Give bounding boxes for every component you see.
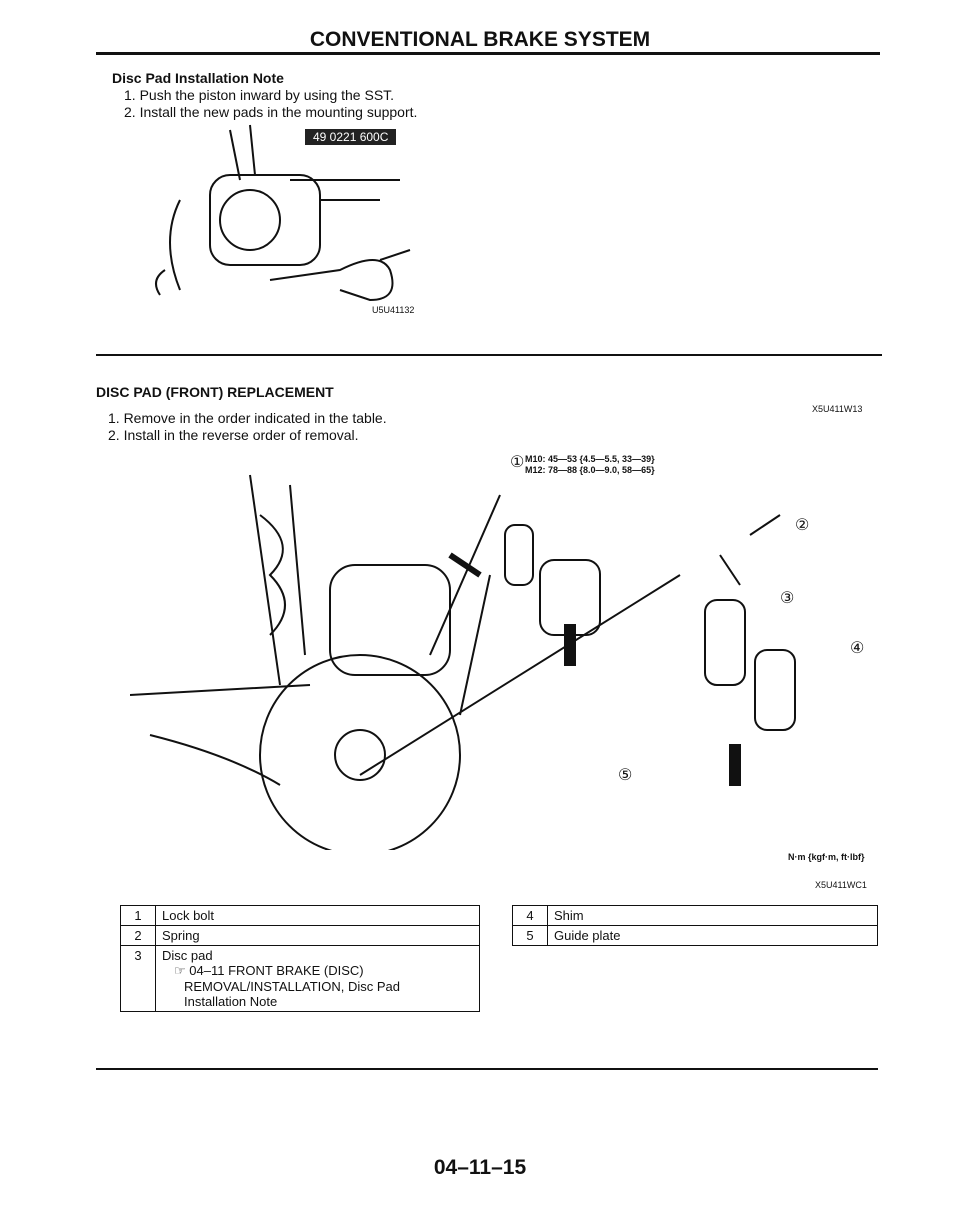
callout-3: ③ xyxy=(780,590,795,607)
row-number: 3 xyxy=(120,945,156,1012)
caliper-sst-illustration xyxy=(155,124,411,302)
replacement-heading: DISC PAD (FRONT) REPLACEMENT xyxy=(96,384,334,400)
row-number: 2 xyxy=(120,925,156,946)
note-step-2: 2. Install the new pads in the mounting … xyxy=(124,104,418,120)
row-label: Guide plate xyxy=(547,925,878,946)
row-label: Shim xyxy=(547,905,878,926)
replacement-figure-code: X5U411WC1 xyxy=(815,880,867,890)
note-heading: Disc Pad Installation Note xyxy=(112,70,284,86)
page-title: CONVENTIONAL BRAKE SYSTEM xyxy=(309,28,651,51)
replacement-step-1: 1. Remove in the order indicated in the … xyxy=(108,410,387,426)
row-number: 1 xyxy=(120,905,156,926)
callout-4: ④ xyxy=(850,640,865,657)
sst-label: 49 0221 600C xyxy=(305,129,397,145)
disc-brake-exploded-illustration xyxy=(130,474,796,850)
callout-2: ② xyxy=(795,517,810,534)
cross-reference-link[interactable]: ☞ 04–11 FRONT BRAKE (DISC) xyxy=(174,963,364,978)
header-rule xyxy=(96,52,880,55)
row-label: Disc pad xyxy=(162,948,213,963)
replacement-step-2: 2. Install in the reverse order of remov… xyxy=(108,427,359,443)
callout-1: ① xyxy=(510,454,525,471)
replacement-figure-code-top: X5U411W13 xyxy=(812,404,863,414)
torque-unit: N·m {kgf·m, ft·lbf} xyxy=(788,852,865,862)
torque-m10: M10: 45—53 {4.5—5.5, 33—39} xyxy=(525,454,655,464)
page-number: 04–11–15 xyxy=(433,1156,527,1179)
row-label: Lock bolt xyxy=(155,905,480,926)
section-rule xyxy=(96,354,882,356)
row-label: Spring xyxy=(155,925,480,946)
bottom-rule xyxy=(96,1068,878,1070)
note-step-1: 1. Push the piston inward by using the S… xyxy=(124,87,395,103)
torque-m12: M12: 78—88 {8.0—9.0, 58—65} xyxy=(525,465,655,475)
table-row: 3 Disc pad☞ 04–11 FRONT BRAKE (DISC)REMOV… xyxy=(120,945,480,1012)
callout-5: ⑤ xyxy=(618,767,633,784)
note-figure-code: U5U41132 xyxy=(372,305,415,315)
cross-reference-line2: REMOVAL/INSTALLATION, Disc Pad xyxy=(184,979,400,994)
row-number: 5 xyxy=(512,925,548,946)
cross-reference-line3: Installation Note xyxy=(184,994,278,1009)
row-number: 4 xyxy=(512,905,548,926)
